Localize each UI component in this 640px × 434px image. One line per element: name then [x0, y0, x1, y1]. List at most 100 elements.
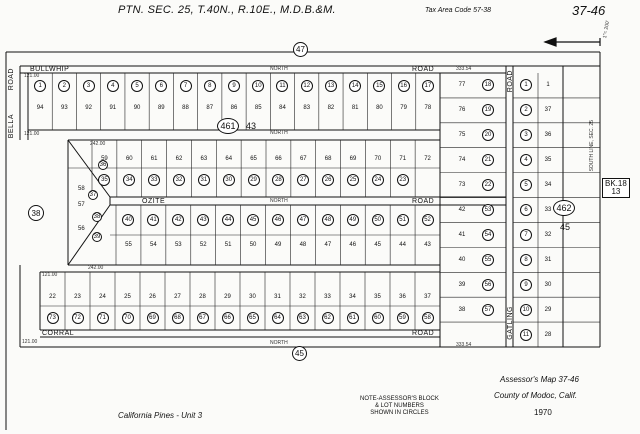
lot-circle-25: 25 — [347, 174, 359, 186]
lot-circle-21: 21 — [482, 154, 494, 167]
lot-49: 49 — [274, 242, 282, 248]
lot-32: 32 — [544, 231, 552, 238]
block-462-circle: 462 — [553, 200, 575, 216]
lot-87: 87 — [206, 105, 214, 111]
book-reference: BK.18 13 — [602, 178, 630, 198]
north-label-461: NORTH — [270, 130, 288, 136]
lot-circle-63: 63 — [296, 312, 309, 324]
lot-circle-5: 5 — [520, 179, 532, 192]
lot-47: 47 — [324, 242, 332, 248]
distance-242b: 242.00 — [90, 141, 106, 147]
lot-circle-24: 24 — [371, 174, 384, 186]
block-47-circle: 47 — [293, 42, 308, 57]
lot-circle-2: 2 — [58, 80, 71, 92]
lot-48: 48 — [299, 242, 307, 248]
lot-68: 68 — [324, 156, 332, 162]
lot-circle-42: 42 — [172, 214, 185, 226]
lot-circle-66: 66 — [221, 312, 234, 324]
lot-circle-14: 14 — [349, 80, 362, 92]
lot-30: 30 — [249, 294, 256, 300]
lot-circle-7: 7 — [179, 80, 192, 92]
lot-26: 26 — [149, 294, 156, 300]
lot-69: 69 — [349, 156, 357, 162]
lot-36: 36 — [399, 294, 406, 300]
road-ozite: OZITE — [142, 198, 166, 205]
note-block-lots: NOTE-ASSESSOR'S BLOCK & LOT NUMBERS SHOW… — [360, 396, 439, 417]
lot-circle-10: 10 — [252, 80, 265, 92]
lot-circle-56: 56 — [482, 278, 494, 291]
lot-36: 36 — [544, 132, 552, 139]
lot-circle-67: 67 — [196, 312, 209, 324]
lot-55: 55 — [125, 242, 132, 248]
lot-circle-44: 44 — [222, 214, 235, 226]
lot-67: 67 — [299, 156, 307, 162]
lot-34: 34 — [544, 182, 552, 189]
tax-area-code: Tax Area Code 57-38 — [425, 7, 492, 14]
road-bella-suffix: ROAD — [8, 68, 15, 91]
map-title-header: PTN. SEC. 25, T.40N., R.10E., M.D.B.&M. — [118, 4, 336, 16]
lot-circle-65: 65 — [246, 312, 259, 324]
south-line-label: SOUTH LINE, SEC. 25 — [589, 120, 595, 172]
lot-89: 89 — [157, 105, 165, 111]
lot-90: 90 — [133, 105, 141, 111]
lot-circle-43: 43 — [197, 214, 210, 226]
lot-40: 40 — [458, 256, 466, 263]
lot-29: 29 — [544, 306, 552, 313]
lot-circle-33: 33 — [148, 174, 161, 186]
lot-circle-13: 13 — [324, 80, 337, 92]
lot-28: 28 — [199, 294, 206, 300]
lot-circle-41: 41 — [147, 214, 160, 226]
distance-121c: 121.00 — [42, 272, 58, 278]
lot-73: 73 — [458, 182, 466, 189]
lot-circle-68: 68 — [171, 312, 184, 324]
lot-74: 74 — [458, 157, 466, 164]
lot-circle-20: 20 — [482, 129, 494, 142]
lot-circle-31: 31 — [197, 174, 210, 186]
distance-333-bottom: 333.54 — [456, 342, 472, 348]
lot-circle-48: 48 — [321, 214, 334, 226]
lot-circle-6: 6 — [155, 80, 168, 92]
lot-circle-1: 1 — [520, 79, 532, 92]
lot-circle-40: 40 — [122, 214, 135, 226]
lot-circle-62: 62 — [321, 312, 334, 324]
lot-circle-27: 27 — [297, 174, 310, 186]
lot-circle-18: 18 — [482, 79, 494, 92]
lot-circle-3: 3 — [520, 129, 532, 142]
lot-circle-30: 30 — [222, 174, 235, 186]
lot-88: 88 — [182, 105, 189, 111]
lot-82: 82 — [327, 105, 335, 111]
block-461-circle: 461 — [217, 118, 239, 134]
lot-circle-10: 10 — [520, 303, 532, 316]
lot-circle-35: 35 — [98, 174, 111, 186]
lot-circle-51: 51 — [396, 214, 409, 226]
lot-42: 42 — [458, 207, 466, 213]
lot-30: 30 — [544, 281, 552, 288]
lot-circle-1: 1 — [34, 80, 47, 92]
lot-29: 29 — [224, 294, 231, 300]
lot-circle-4: 4 — [520, 154, 532, 167]
lot-31: 31 — [544, 256, 552, 263]
lot-45: 45 — [374, 242, 382, 248]
lot-37: 37 — [544, 107, 552, 114]
lot-circle-28: 28 — [272, 174, 285, 186]
lot-circle-5: 5 — [131, 80, 144, 92]
lot-circle-16: 16 — [397, 80, 410, 92]
lot-circle-54: 54 — [482, 228, 494, 241]
lot-circle-11: 11 — [276, 80, 289, 92]
lot-35: 35 — [374, 294, 381, 300]
lot-circle-70: 70 — [121, 312, 134, 324]
distance-121b: 121.00 — [24, 131, 40, 137]
lot-circle-4: 4 — [106, 80, 119, 92]
lot-circle-55: 55 — [482, 253, 494, 266]
lot-circle-60: 60 — [371, 312, 384, 324]
lot-39: 39 — [458, 281, 466, 288]
lot-circle-26: 26 — [322, 174, 335, 186]
lot-56: 56 — [78, 226, 85, 232]
road-ozite-suffix: ROAD — [412, 198, 435, 205]
lot-46: 46 — [349, 242, 357, 248]
lot-64: 64 — [225, 156, 233, 162]
lot-80: 80 — [376, 105, 383, 111]
lot-65: 65 — [250, 156, 257, 162]
lot-circle-9: 9 — [520, 278, 532, 291]
lot-22: 22 — [49, 294, 56, 300]
